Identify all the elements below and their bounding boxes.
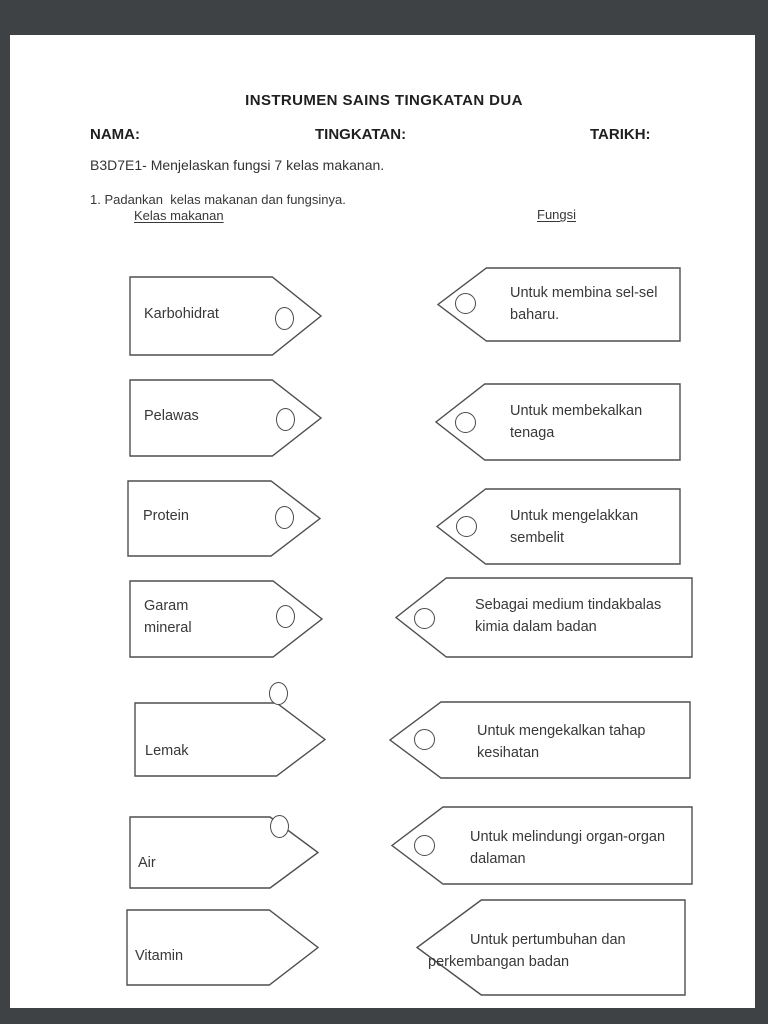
tingkatan-label: TINGKATAN: — [315, 126, 407, 143]
answer-circle — [414, 608, 435, 629]
tag-label: Lemak — [145, 743, 189, 759]
food-class-tag: Air — [130, 815, 318, 888]
tag-outline — [390, 702, 690, 778]
answer-circle — [455, 293, 476, 314]
answer-circle — [414, 835, 435, 856]
food-class-tag: Karbohidrat — [130, 277, 321, 355]
food-class-tag: Pelawas — [130, 380, 321, 456]
objective-text: B3D7E1- Menjelaskan fungsi 7 kelas makan… — [90, 157, 385, 173]
answer-circle — [276, 408, 295, 431]
tag-outline — [130, 277, 321, 355]
answer-circle — [275, 307, 294, 330]
food-class-tag: Vitamin — [127, 910, 318, 985]
tarikh-label: TARIKH: — [590, 126, 651, 143]
food-class-tag: Lemak — [135, 682, 325, 776]
tag-outline — [438, 268, 680, 341]
food-class-tag: Garam mineral — [130, 581, 322, 657]
tag-label: Karbohidrat — [144, 306, 219, 322]
answer-circle — [456, 516, 477, 537]
tag-label: Vitamin — [135, 948, 184, 964]
answer-circle — [455, 412, 476, 433]
answer-circle — [414, 729, 435, 750]
tag-outline — [130, 581, 322, 657]
tag-label: Garam mineral — [144, 598, 192, 637]
tag-outline — [130, 380, 321, 456]
column-heading-fungsi: Fungsi — [537, 207, 577, 222]
tag-outline — [128, 481, 320, 556]
tag-label: Untuk melindungi organ-organ dalaman — [470, 829, 666, 868]
tag-label: Untuk pertumbuhan dan perkembangan badan — [428, 932, 626, 971]
tag-outline — [127, 910, 318, 985]
tag-label: Air — [138, 855, 156, 871]
tag-label: Untuk mengekalkan tahap kesihatan — [477, 723, 646, 762]
instruction-text: 1. Padankan kelas makanan dan fungsinya. — [90, 192, 346, 207]
tag-label: Pelawas — [144, 408, 199, 424]
function-tag: Untuk mengekalkan tahap kesihatan — [390, 702, 690, 778]
food-class-tag: Protein — [128, 481, 320, 556]
worksheet-title: INSTRUMEN SAINS TINGKATAN DUA — [245, 92, 523, 109]
function-tag: Untuk membina sel-sel baharu. — [438, 268, 680, 341]
tag-outline — [135, 703, 325, 776]
tag-outline — [417, 900, 685, 995]
column-heading-kelas-makanan: Kelas makanan — [134, 208, 224, 223]
answer-circle — [275, 506, 294, 529]
tag-label: Untuk membekalkan tenaga — [510, 403, 643, 442]
tag-outline — [392, 807, 692, 884]
tag-label: Protein — [143, 508, 189, 524]
function-tag: Untuk mengelakkan sembelit — [437, 489, 680, 564]
function-tag: Untuk pertumbuhan dan perkembangan badan — [417, 900, 685, 995]
function-tag: Untuk membekalkan tenaga — [436, 384, 680, 460]
function-tag: Untuk melindungi organ-organ dalaman — [392, 807, 692, 884]
tag-outline — [130, 817, 318, 888]
tag-outline — [436, 384, 680, 460]
answer-circle — [276, 605, 295, 628]
answer-circle — [269, 682, 288, 705]
tag-label: Sebagai medium tindakbalas kimia dalam b… — [475, 597, 662, 636]
tag-label: Untuk mengelakkan sembelit — [510, 508, 639, 547]
function-tag: Sebagai medium tindakbalas kimia dalam b… — [396, 578, 692, 657]
answer-circle — [270, 815, 289, 838]
tag-outline — [437, 489, 680, 564]
nama-label: NAMA: — [90, 126, 140, 143]
tag-outline — [396, 578, 692, 657]
tag-label: Untuk membina sel-sel baharu. — [510, 285, 658, 324]
